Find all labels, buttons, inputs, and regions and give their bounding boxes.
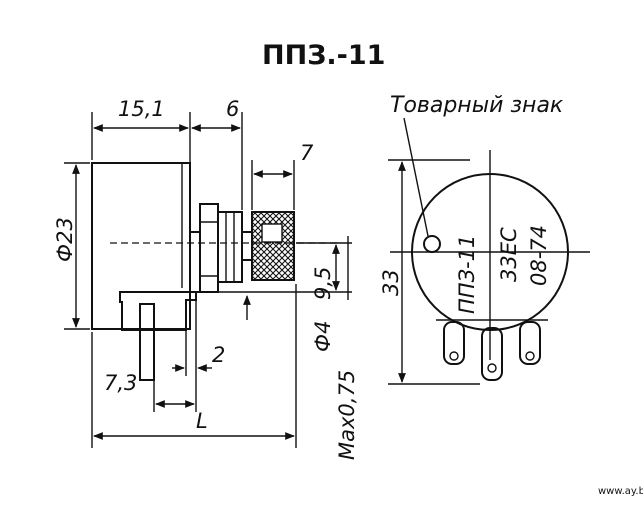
dim-length: L <box>196 409 208 433</box>
mounting-plate <box>189 231 201 293</box>
nut <box>199 203 219 293</box>
front-view: ППЗ-11 33ЕС 08-74 33 Товарный знак <box>379 93 590 385</box>
dimensions: 15,1 6 7 Ф23 9,5 Ф4 Мах0,75 2 <box>53 97 359 460</box>
shaft <box>241 231 253 261</box>
dim-diameter: Ф23 <box>53 217 77 262</box>
terminal-lug <box>139 303 155 381</box>
marking-line3: 08-74 <box>527 225 551 286</box>
dim-height: 33 <box>379 269 403 296</box>
dim-max: Мах0,75 <box>335 370 359 460</box>
dim-bushing: 6 <box>226 97 239 121</box>
terminal-bracket <box>119 291 197 331</box>
drawing-title: ППЗ.-11 <box>262 40 385 71</box>
dim-terminal-gap: 2 <box>212 343 225 367</box>
dim-width-body: 15,1 <box>118 97 165 121</box>
marking-line1: ППЗ-11 <box>455 235 479 314</box>
trademark-label: Товарный знак <box>390 93 564 118</box>
dim-shaft-dia: Ф4 <box>311 321 335 352</box>
side-view <box>91 162 340 381</box>
knurled-knob <box>251 211 295 281</box>
terminal-3 <box>519 321 541 365</box>
marking-line2: 33ЕС <box>497 227 521 282</box>
terminal-2 <box>481 327 503 381</box>
dim-terminal-len: 7,3 <box>104 371 137 395</box>
trademark-mark <box>423 235 441 253</box>
dim-shaft-offset: 9,5 <box>311 267 335 300</box>
bushing <box>217 211 243 283</box>
dim-knob: 7 <box>300 141 314 165</box>
watermark: www.ay.by <box>598 486 643 497</box>
terminal-1 <box>443 321 465 365</box>
